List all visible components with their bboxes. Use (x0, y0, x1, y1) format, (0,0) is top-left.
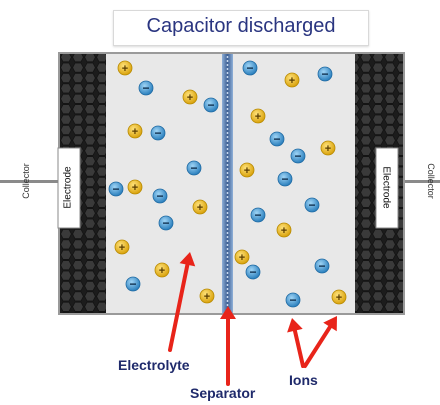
negative-ion (125, 276, 141, 292)
negative-ion (314, 258, 330, 274)
positive-ion (284, 72, 300, 88)
negative-ion-sign: − (156, 189, 163, 203)
positive-ion (276, 222, 292, 238)
negative-ion-sign: − (308, 198, 315, 212)
negative-ion-sign: − (318, 259, 325, 273)
negative-ion (150, 125, 166, 141)
positive-ion (127, 179, 143, 195)
negative-ion (269, 131, 285, 147)
negative-ion-sign: − (273, 132, 280, 146)
positive-ion-sign: + (281, 225, 287, 237)
negative-ion (277, 171, 293, 187)
electrode-label-left: Electrode (62, 166, 74, 209)
negative-ion (138, 80, 154, 96)
negative-ion-sign: − (154, 126, 161, 140)
negative-ion-sign: − (281, 172, 288, 186)
ions-arrow-left (287, 318, 305, 368)
negative-ion-sign: − (207, 98, 214, 112)
negative-ion (186, 160, 202, 176)
negative-ion-sign: − (112, 182, 119, 196)
negative-ion-sign: − (254, 208, 261, 222)
collector-label-left: Collector (20, 163, 31, 199)
negative-ion-sign: − (289, 293, 296, 307)
positive-ion-sign: + (122, 63, 128, 75)
negative-ion (242, 60, 258, 76)
ions-label: Ions (289, 372, 318, 388)
negative-ion (290, 148, 306, 164)
electrode-label-right: Electrode (380, 166, 392, 209)
positive-ion (320, 140, 336, 156)
collector-wire-right (405, 180, 440, 183)
negative-ion (203, 97, 219, 113)
separator-arrow (220, 306, 236, 386)
negative-ion (245, 264, 261, 280)
positive-ion-sign: + (239, 252, 245, 264)
positive-ion-sign: + (159, 265, 165, 277)
positive-ion-sign: + (289, 75, 295, 87)
ions-arrow-right (303, 316, 337, 368)
positive-ion-sign: + (197, 202, 203, 214)
positive-ion (250, 108, 266, 124)
negative-ion-sign: − (190, 161, 197, 175)
positive-ion (117, 60, 133, 76)
positive-ion (239, 162, 255, 178)
separator-label: Separator (190, 385, 256, 401)
positive-ion (182, 89, 198, 105)
positive-ion (192, 199, 208, 215)
arrows-group (168, 252, 337, 386)
collector-wire-left (0, 180, 58, 183)
negative-ion-sign: − (321, 67, 328, 81)
negative-ion (152, 188, 168, 204)
positive-ion (114, 239, 130, 255)
positive-ion-sign: + (119, 242, 125, 254)
negative-ion-sign: − (129, 277, 136, 291)
separator (222, 54, 233, 313)
electrolyte-arrow (168, 252, 196, 352)
electrode-label-plate-right (375, 147, 399, 229)
diagram-title: Capacitor discharged (146, 15, 336, 37)
positive-ion (234, 249, 250, 265)
electrolyte-label: Electrolyte (118, 357, 190, 373)
positive-ion-sign: + (204, 291, 210, 303)
positive-ion (127, 123, 143, 139)
negative-ion (285, 292, 301, 308)
positive-ion-sign: + (132, 182, 138, 194)
negative-ion-sign: − (142, 81, 149, 95)
positive-ion-sign: + (187, 92, 193, 104)
positive-ion-sign: + (255, 111, 261, 123)
negative-ion (158, 215, 174, 231)
negative-ion-sign: − (162, 216, 169, 230)
title-box: Capacitor discharged (113, 10, 369, 46)
electrode-label-plate-left (57, 147, 81, 229)
negative-ion (250, 207, 266, 223)
negative-ion (108, 181, 124, 197)
negative-ion-sign: − (249, 265, 256, 279)
positive-ion-sign: + (325, 143, 331, 155)
collector-label-right: Collector (425, 163, 436, 199)
positive-ion-sign: + (244, 165, 250, 177)
negative-ion (317, 66, 333, 82)
positive-ion-sign: + (132, 126, 138, 138)
positive-ion (199, 288, 215, 304)
positive-ion (331, 289, 347, 305)
positive-ion-sign: + (336, 292, 342, 304)
negative-ion (304, 197, 320, 213)
positive-ion (154, 262, 170, 278)
negative-ion-sign: − (246, 61, 253, 75)
negative-ion-sign: − (294, 149, 301, 163)
ions-group: +−+−+−−+−−+−++−+−+−+−+−+−−−++−−−+ (108, 60, 347, 308)
